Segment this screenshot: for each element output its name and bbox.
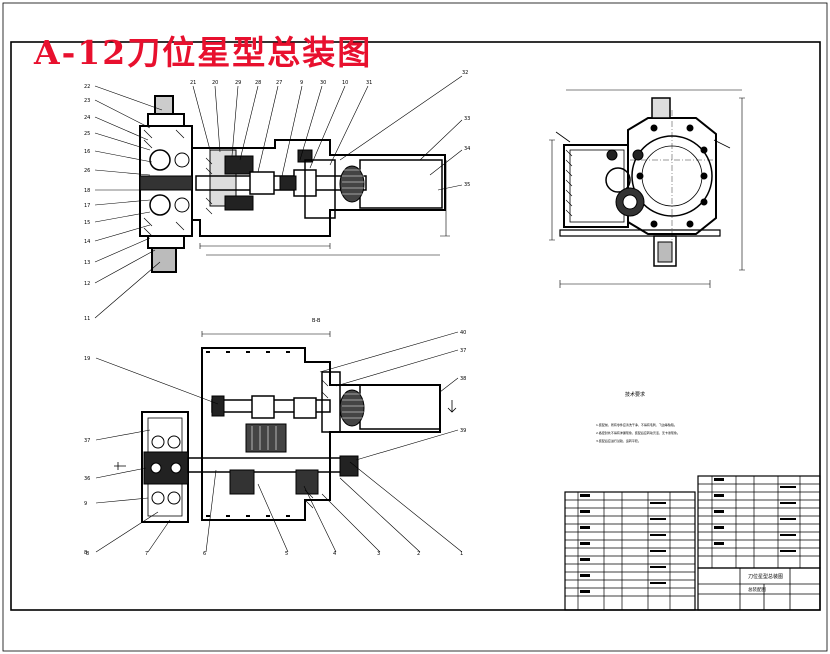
svg-text:36: 36: [84, 476, 90, 482]
svg-text:14: 14: [84, 239, 90, 245]
svg-text:37: 37: [460, 348, 466, 354]
technical-notes: 技术要求 1.装配前，所有零件应清洗干净，不得有毛刺、飞边等缺陷。 2.各密封处…: [596, 391, 680, 443]
callout-4: 4: [333, 551, 336, 557]
svg-text:33: 33: [464, 116, 470, 122]
leader-lines-top: [94, 75, 463, 319]
svg-text:20: 20: [212, 80, 218, 86]
parts-list: [564, 475, 821, 611]
drawing-frame: [10, 41, 821, 611]
plan-section-view: [114, 331, 457, 523]
drawing-title: A-12刀位星型总装图: [34, 33, 373, 72]
callout-2: 2: [417, 551, 420, 557]
callout-3: 3: [377, 551, 380, 557]
svg-text:32: 32: [462, 70, 468, 76]
svg-text:10: 10: [342, 80, 348, 86]
svg-text:17: 17: [84, 203, 90, 209]
note-1: 1.装配前，所有零件应清洗干净，不得有毛刺、飞边等缺陷。: [596, 422, 677, 427]
svg-text:26: 26: [84, 168, 90, 174]
svg-text:19: 19: [84, 356, 90, 362]
svg-text:31: 31: [366, 80, 372, 86]
callout-5: 5: [285, 551, 288, 557]
svg-text:18: 18: [84, 188, 90, 194]
main-section-view: [139, 95, 450, 273]
svg-text:29: 29: [235, 80, 241, 86]
title-block: [697, 567, 821, 611]
section-label: B-B: [312, 318, 321, 324]
callout-8: 8: [86, 551, 89, 557]
notes-heading: 技术要求: [625, 391, 645, 398]
svg-text:21: 21: [190, 80, 196, 86]
svg-text:40: 40: [460, 330, 466, 336]
svg-text:15: 15: [84, 220, 90, 226]
callout-numbers-top: 22 23 24 25 16 26 18 17 15 14 13 12 11 21 20 29 28…: [84, 70, 470, 322]
svg-text:12: 12: [84, 281, 90, 287]
note-3: 3.装配后应进行试验，运转平稳。: [596, 438, 641, 443]
svg-text:39: 39: [460, 428, 466, 434]
leader-lines-bottom: [95, 331, 463, 553]
svg-text:22: 22: [84, 84, 90, 90]
svg-text:16: 16: [84, 149, 90, 155]
svg-text:28: 28: [255, 80, 261, 86]
callout-1: 1: [460, 551, 463, 557]
side-view: [549, 89, 745, 288]
title-block-sub: 总装配图: [748, 586, 766, 593]
svg-text:35: 35: [464, 182, 470, 188]
svg-text:25: 25: [84, 131, 90, 137]
callout-6: 6: [203, 551, 206, 557]
svg-text:37: 37: [84, 438, 90, 444]
svg-text:11: 11: [84, 316, 90, 322]
svg-text:13: 13: [84, 260, 90, 266]
callout-7: 7: [145, 551, 148, 557]
svg-text:8: 8: [84, 550, 87, 556]
svg-text:23: 23: [84, 98, 90, 104]
note-2: 2.各密封处不得有渗漏现象，装配后应转动灵活，无卡滞现象。: [596, 430, 680, 435]
svg-text:34: 34: [464, 146, 470, 152]
svg-text:30: 30: [320, 80, 326, 86]
svg-text:24: 24: [84, 115, 90, 121]
title-block-name: 刀位星型总装图: [748, 573, 783, 580]
callout-row-bottom: 8 7 6 5 4 3 2 1: [86, 551, 463, 557]
svg-text:9: 9: [300, 80, 303, 86]
svg-text:9: 9: [84, 501, 87, 507]
svg-text:27: 27: [276, 80, 282, 86]
svg-text:38: 38: [460, 376, 466, 382]
